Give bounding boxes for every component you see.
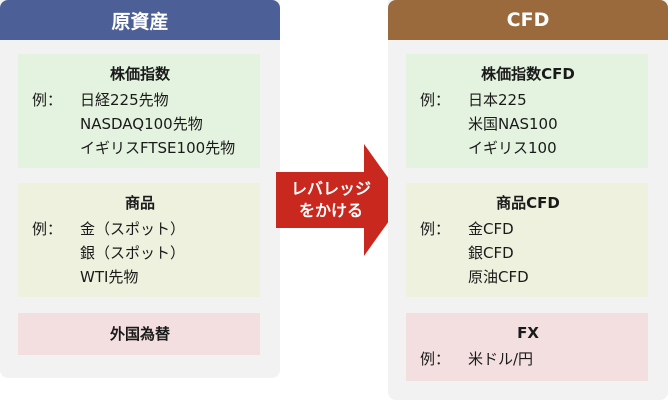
cfd-header: CFD xyxy=(388,0,668,40)
example-label: 例： xyxy=(32,220,63,238)
stock-index-title: 株価指数 xyxy=(109,65,170,83)
example-item: 日本225 xyxy=(468,91,527,109)
example-item: NASDAQ100先物 xyxy=(80,115,203,133)
commodity-cfd-title: 商品CFD xyxy=(496,194,560,212)
leverage-label-line: レバレッジ xyxy=(290,179,371,198)
example-item: 日経225先物 xyxy=(80,91,169,109)
example-item: 銀（スポット） xyxy=(80,244,186,262)
example-item: WTI先物 xyxy=(80,268,139,286)
example-item: 金（スポット） xyxy=(80,220,186,238)
underlying-assets-header: 原資産 xyxy=(0,0,280,40)
fx-title: FX xyxy=(517,324,539,342)
example-item: イギリス100 xyxy=(468,139,557,157)
example-label: 例： xyxy=(420,350,451,368)
example-label: 例： xyxy=(32,91,63,109)
commodity-title: 商品 xyxy=(124,194,155,212)
stock-index-cfd-title: 株価指数CFD xyxy=(481,65,575,83)
forex-card: 外国為替 xyxy=(18,313,260,355)
cfd-panel: CFD 株価指数CFD 例： 日本225 米国NAS100 イギリス100 商品… xyxy=(388,0,668,400)
commodity-cfd-card: 商品CFD 例： 金CFD 銀CFD 原油CFD xyxy=(406,183,648,297)
example-item: 米ドル/円 xyxy=(468,350,534,368)
underlying-assets-panel: 原資産 株価指数 例： 日経225先物 NASDAQ100先物 イギリスFTSE… xyxy=(0,0,280,378)
forex-title: 外国為替 xyxy=(109,325,170,343)
stock-index-cfd-card: 株価指数CFD 例： 日本225 米国NAS100 イギリス100 xyxy=(406,54,648,168)
fx-card: FX 例： 米ドル/円 xyxy=(406,313,648,381)
example-item: 銀CFD xyxy=(468,244,514,262)
leverage-arrow-icon xyxy=(276,144,404,256)
example-item: 米国NAS100 xyxy=(468,115,558,133)
example-label: 例： xyxy=(420,220,451,238)
example-item: 金CFD xyxy=(468,220,514,238)
leverage-label-line: をかける xyxy=(298,201,363,220)
example-label: 例： xyxy=(420,91,451,109)
example-item: イギリスFTSE100先物 xyxy=(80,139,236,157)
stock-index-card: 株価指数 例： 日経225先物 NASDAQ100先物 イギリスFTSE100先… xyxy=(18,54,260,168)
commodity-card: 商品 例： 金（スポット） 銀（スポット） WTI先物 xyxy=(18,183,260,297)
leverage-label: レバレッジ をかける xyxy=(286,178,376,222)
example-item: 原油CFD xyxy=(468,268,529,286)
